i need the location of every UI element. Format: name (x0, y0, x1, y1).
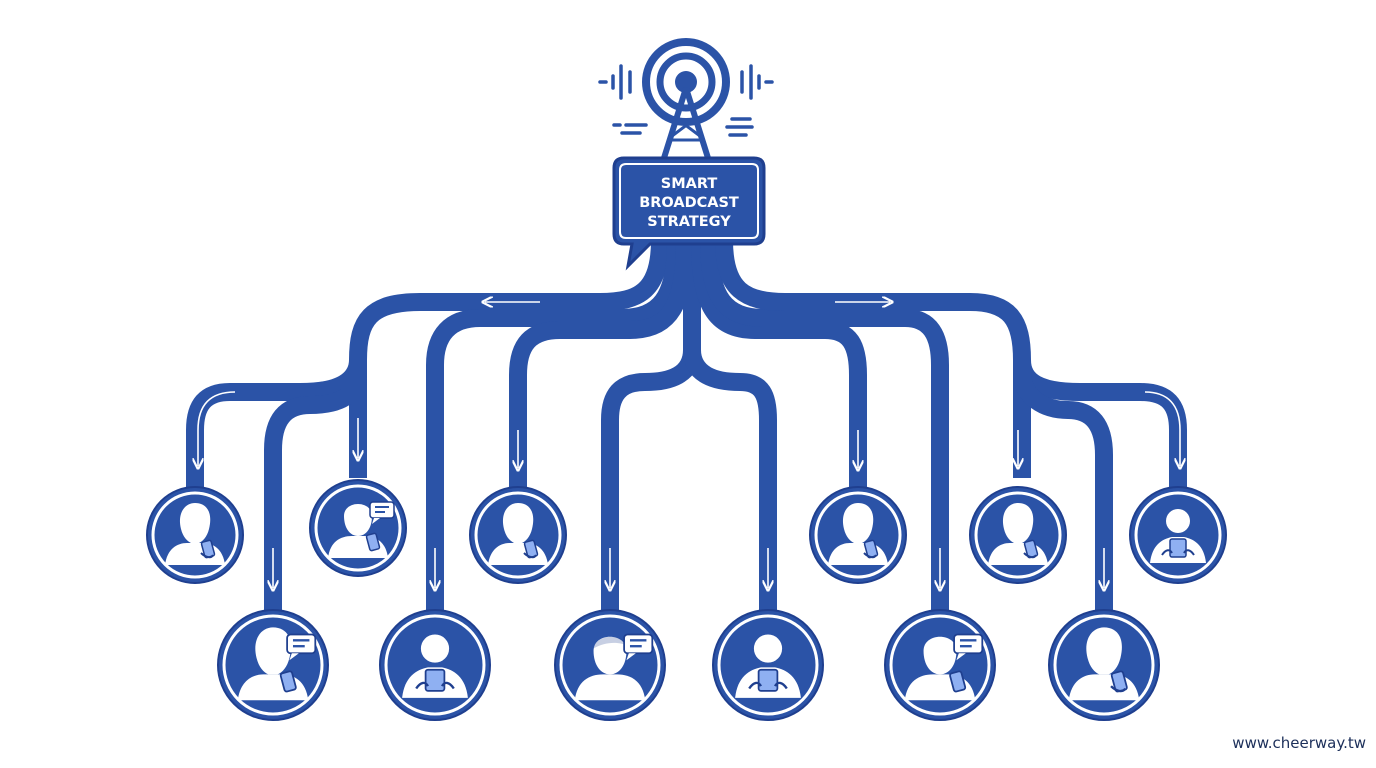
connector-line (264, 371, 367, 612)
audience-node (884, 609, 996, 721)
connector-line (683, 349, 777, 612)
audience-node (379, 609, 491, 721)
audience-node (554, 609, 666, 721)
audience-node (217, 609, 329, 721)
connector-line (700, 239, 949, 612)
watermark-text: www.cheerway.tw (1232, 734, 1366, 752)
connector-line (1013, 371, 1113, 612)
audience-node (969, 486, 1067, 584)
title-speech-bubble: SMART BROADCAST STRATEGY (612, 156, 766, 271)
audience-node (309, 479, 407, 577)
audience-node (469, 486, 567, 584)
flow-arrow (1144, 391, 1180, 466)
connector-line (691, 239, 867, 488)
title-line-2: BROADCAST (639, 195, 739, 211)
broadcast-tower-icon (598, 38, 774, 159)
audience-node (146, 486, 244, 584)
audience-node (712, 609, 824, 721)
connector-line (715, 239, 1187, 488)
audience-node (1048, 609, 1160, 721)
connector-line (426, 239, 685, 612)
title-line-1: SMART (661, 176, 718, 192)
flow-arrow (198, 391, 236, 466)
audience-nodes (146, 479, 1227, 721)
flow-arrows (198, 302, 1180, 588)
connector-tubes (186, 239, 1187, 612)
title-line-3: STRATEGY (647, 214, 731, 230)
connector-line (186, 239, 669, 488)
connector-line (509, 239, 694, 488)
audience-node (809, 486, 907, 584)
audience-node (1129, 486, 1227, 584)
